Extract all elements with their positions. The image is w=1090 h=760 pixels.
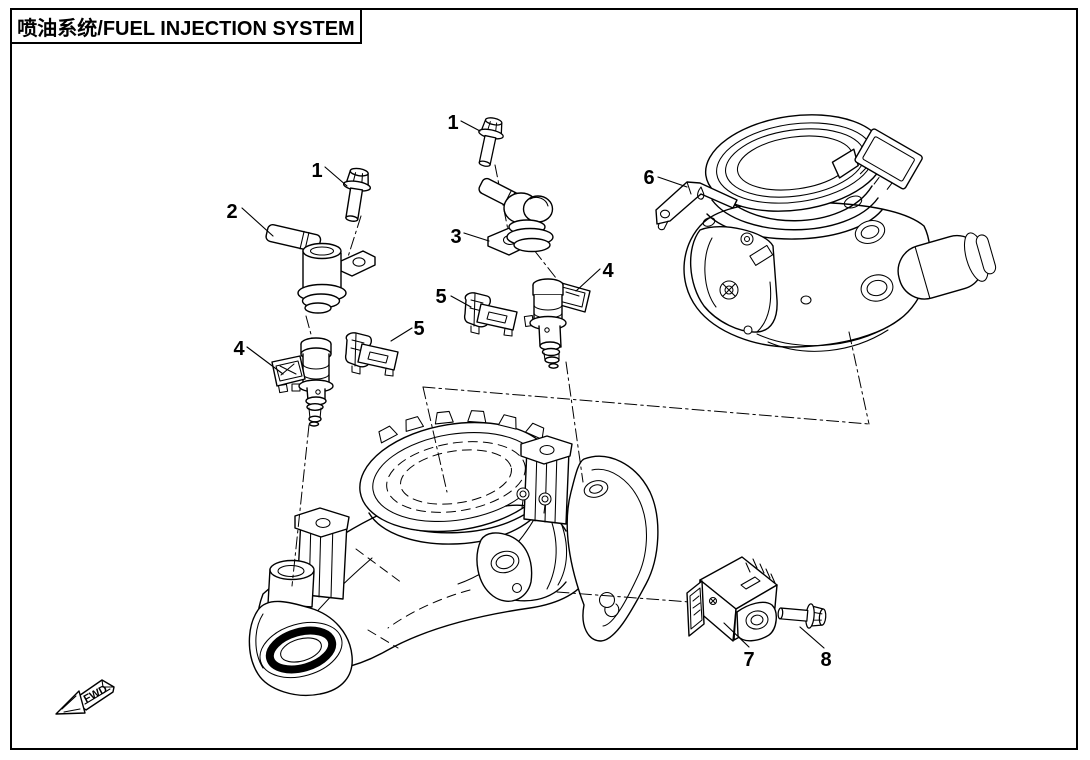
callout-2: 2 <box>226 201 237 223</box>
throttle-body-drawing <box>683 114 997 352</box>
ring-castellations <box>378 410 545 444</box>
callout-5-left: 5 <box>413 318 424 340</box>
fuel-injector-right <box>523 278 591 369</box>
throttle-body-bracket <box>655 181 738 231</box>
drawing-border <box>10 8 1078 750</box>
callout-8: 8 <box>820 649 831 671</box>
throttle-connector <box>831 128 923 190</box>
fuel-pipe-joint <box>265 224 376 314</box>
callout-7: 7 <box>743 649 754 671</box>
callout-5-middle: 5 <box>435 286 446 308</box>
title-box: 喷油系统/FUEL INJECTION SYSTEM <box>10 8 362 44</box>
flange-bolt-left <box>342 167 372 222</box>
map-sensor <box>686 556 778 642</box>
callout-1-left: 1 <box>311 160 322 182</box>
fwd-marker: FWD <box>55 679 115 715</box>
fuel-injector-left <box>271 337 334 427</box>
callout-4-left: 4 <box>233 338 245 360</box>
intake-manifold-drawing <box>248 410 659 697</box>
page-title: 喷油系统/FUEL INJECTION SYSTEM <box>17 17 355 40</box>
callout-4-right: 4 <box>602 260 614 282</box>
sensor-bolt <box>777 603 827 629</box>
assembly-centerlines <box>291 164 870 617</box>
injector-joint-bracket <box>478 177 554 256</box>
injector-clip-left <box>344 332 399 377</box>
flange-bolt-right <box>478 117 504 167</box>
callout-6: 6 <box>643 167 654 189</box>
callout-leaders <box>241 120 825 649</box>
callout-1-right: 1 <box>447 112 458 134</box>
callout-3: 3 <box>450 226 461 248</box>
injector-clip-middle <box>463 292 518 337</box>
